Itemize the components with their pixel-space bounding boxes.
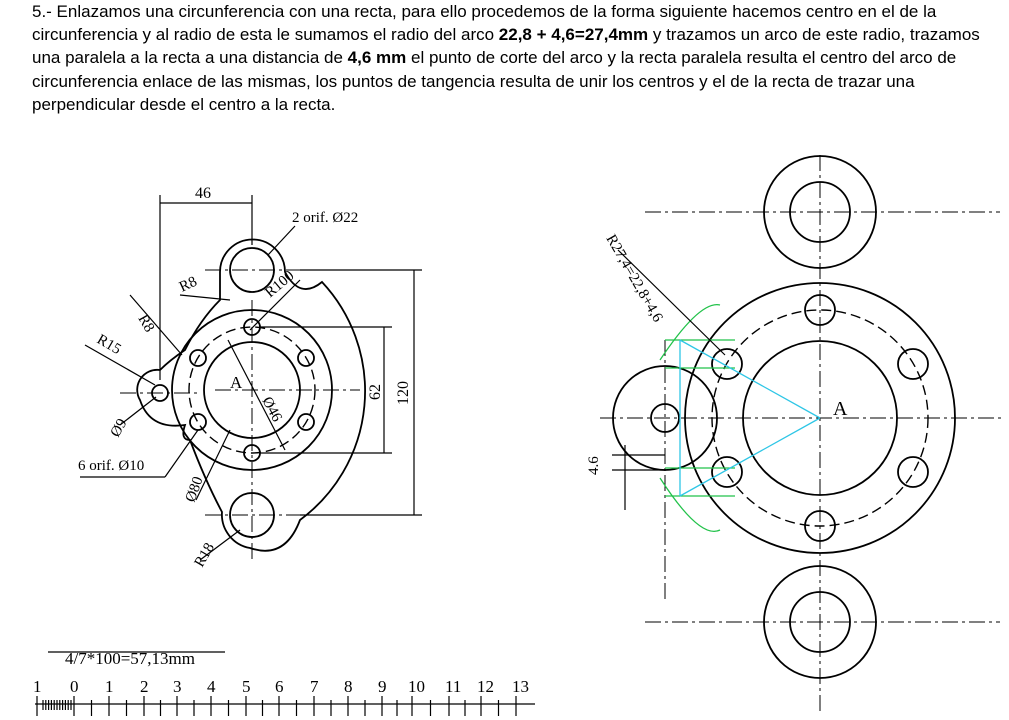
dimension-r274-label: R27,4=22,8+4,6 <box>603 232 666 325</box>
bottom-hole <box>229 492 275 538</box>
leader-r8-b <box>129 294 183 356</box>
top-boss-hole <box>789 181 851 243</box>
bolt-hole <box>804 510 836 542</box>
left-small-hole <box>650 403 680 433</box>
leader-o9 <box>119 396 157 426</box>
leader-r15 <box>84 344 156 386</box>
scale-tick-label: 1 <box>33 677 42 696</box>
dimension-r100-label: R100 <box>262 268 297 301</box>
flange-circle <box>171 309 333 471</box>
leader-r18 <box>199 529 241 561</box>
dimension-o9-label: Ø9 <box>108 416 131 440</box>
bolt-hole <box>297 349 315 367</box>
bolt-hole <box>897 348 929 380</box>
small-hole <box>151 384 169 402</box>
instructions-paragraph: 5.- Enlazamos una circunferencia con una… <box>32 0 982 116</box>
scale-tick-label: 11 <box>445 677 461 696</box>
scale-tick-label: 1 <box>105 677 114 696</box>
top-boss-outer <box>763 155 877 269</box>
dimension-r18-label: R18 <box>192 540 218 570</box>
dimension-62-label: 62 <box>367 384 384 400</box>
dimension-o80-label: Ø80 <box>183 475 207 505</box>
scale-tick-label: 10 <box>408 677 425 696</box>
construction-arc <box>659 304 721 361</box>
left-drawing: 46 2 orif. Ø22 R100 R8 R8 R15 Ø9 6 orif.… <box>78 185 422 570</box>
dimension-r15-label: R15 <box>94 332 124 358</box>
leader-o46 <box>227 339 286 451</box>
leader-r8-a <box>179 294 231 301</box>
bottom-boss-hole <box>789 591 851 653</box>
bolt-hole <box>804 294 836 326</box>
central-bore <box>203 341 301 439</box>
instructions-part-3: el punto de corte del arco y la recta pa… <box>32 48 957 114</box>
part-outline <box>136 238 366 552</box>
instructions-bold-radius: 22,8 + 4,6=27,4mm <box>498 25 649 45</box>
dimension-120-label: 120 <box>395 381 412 405</box>
dimension-2orif-label: 2 orif. Ø22 <box>292 210 358 226</box>
scale-tick-label: 9 <box>378 677 387 696</box>
scale-tick-label: 4 <box>207 677 216 696</box>
bolt-circle <box>188 326 316 454</box>
bolt-hole <box>189 413 207 431</box>
scale-tick-label: 2 <box>140 677 149 696</box>
bolt-hole <box>711 456 743 488</box>
bolt-hole <box>711 348 743 380</box>
dimension-6orif-label: 6 orif. Ø10 <box>78 458 144 474</box>
scale-tick-label: 8 <box>344 677 353 696</box>
scale-tick-label: 3 <box>173 677 182 696</box>
bottom-boss-outer <box>763 565 877 679</box>
dimension-o46-label: Ø46 <box>258 394 284 425</box>
scale-tick-label: 12 <box>477 677 494 696</box>
leader-r274 <box>617 249 726 356</box>
leader-o80 <box>195 429 231 501</box>
top-hole <box>229 247 275 293</box>
dimension-46-label: 46 <box>195 185 211 202</box>
bolt-circle <box>711 309 929 527</box>
scale-formula: 4/7*100=57,13mm <box>65 649 195 668</box>
flange-circle <box>684 282 956 554</box>
dimension-46-label: 4.6 <box>586 456 602 475</box>
bolt-hole <box>897 456 929 488</box>
leader-r100 <box>249 279 301 331</box>
tangency-line <box>679 339 821 419</box>
instructions-part-1: 5.- Enlazamos una circunferencia con una… <box>32 2 937 45</box>
center-label-a: A <box>230 373 243 392</box>
central-bore <box>742 340 898 496</box>
dimension-r8-b-label: R8 <box>135 312 158 335</box>
scale-tick-label: 7 <box>310 677 319 696</box>
leader-6orif <box>164 429 199 478</box>
construction-arc <box>659 477 721 532</box>
scale-tick-label: 13 <box>512 677 529 696</box>
bolt-hole <box>297 413 315 431</box>
instructions-bold-distance: 4,6 mm <box>347 48 407 68</box>
scale-tick-label: 6 <box>275 677 284 696</box>
scale-tick-label: 0 <box>70 677 79 696</box>
tangency-line <box>679 417 821 497</box>
center-label-a: A <box>833 398 848 420</box>
dimension-r8-a-label: R8 <box>177 274 200 296</box>
instructions-part-2: y trazamos un arco de este radio, trazam… <box>32 25 980 68</box>
scale-tick-label: 5 <box>242 677 251 696</box>
leader-2orif <box>267 225 296 256</box>
right-drawing: R27,4=22,8+4,6 4.6 A <box>586 155 1005 715</box>
bolt-hole <box>189 349 207 367</box>
